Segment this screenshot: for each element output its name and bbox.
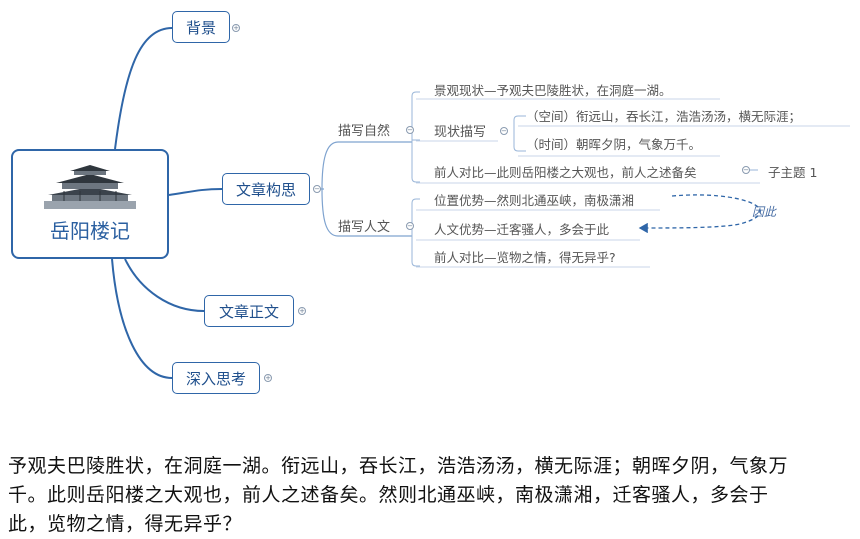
subtopic-xianzhuang[interactable]: 现状描写 [434, 125, 487, 140]
relationship-label[interactable]: 因此 [752, 205, 777, 219]
topic-gousi-label: 文章构思 [235, 180, 296, 199]
expand-sikao-icon[interactable]: + [264, 374, 272, 382]
leaf-ziran-duibi[interactable]: 前人对比—此则岳阳楼之大观也，前人之述备矣 [434, 165, 697, 180]
bracket-renwen [411, 198, 420, 267]
topic-sikao[interactable]: 深入思考 [172, 362, 260, 394]
collapse-renwen-icon[interactable]: − [406, 222, 414, 230]
topic-gousi[interactable]: 文章构思 [222, 173, 310, 205]
branch-sikao [111, 258, 173, 379]
topic-sikao-label: 深入思考 [185, 369, 246, 388]
topic-zhengwen-label: 文章正文 [218, 302, 279, 321]
source-paragraph: 予观夫巴陵胜状，在洞庭一湖。衔远山，吞长江，浩浩汤汤，横无际涯；朝晖夕阴，气象万… [8, 455, 789, 535]
branch-beijing [114, 27, 173, 150]
subtopic-ziran[interactable]: 描写自然 [338, 124, 391, 139]
leaf-weizhi[interactable]: 位置优势—然则北通巫峡，南极潇湘 [434, 193, 635, 208]
leaf-overview[interactable]: 景观现状—予观夫巴陵胜状，在洞庭一湖。 [434, 83, 672, 98]
branch-renwen [321, 188, 412, 237]
branch-gousi [168, 188, 223, 196]
collapse-duibi-icon[interactable]: − [742, 166, 750, 174]
bracket-ziran [411, 91, 420, 183]
topic-zhengwen[interactable]: 文章正文 [204, 295, 294, 327]
relationship-arrow [638, 194, 761, 234]
expand-beijing-icon[interactable]: + [232, 24, 240, 32]
leaf-renwen-duibi[interactable]: 前人对比—览物之情，得无异乎? [434, 250, 616, 265]
leaf-subtopic-1[interactable]: 子主题 1 [768, 165, 818, 180]
collapse-gousi-icon[interactable]: − [313, 185, 321, 193]
central-title: 岳阳楼记 [50, 219, 130, 243]
topic-beijing[interactable]: 背景 [172, 11, 230, 43]
leaf-renwen-youshi[interactable]: 人文优势—迁客骚人，多会于此 [434, 222, 610, 237]
central-topic[interactable]: 岳阳楼记 [11, 149, 169, 259]
topic-beijing-label: 背景 [185, 18, 216, 37]
collapse-ziran-icon[interactable]: − [406, 126, 414, 134]
branch-ziran [321, 141, 412, 190]
leaf-shijian[interactable]: （时间）朝晖夕阴，气象万千。 [526, 137, 702, 152]
branch-zhengwen [124, 258, 205, 312]
expand-zhengwen-icon[interactable]: + [298, 307, 306, 315]
collapse-xianzhuang-icon[interactable]: − [500, 127, 508, 135]
leaf-kongjian[interactable]: （空间）衔远山，吞长江，浩浩汤汤，横无际涯； [526, 109, 802, 124]
yueyang-tower-icon [44, 165, 136, 209]
bracket-xianzhuang [513, 115, 526, 152]
subtopic-renwen[interactable]: 描写人文 [338, 220, 391, 235]
